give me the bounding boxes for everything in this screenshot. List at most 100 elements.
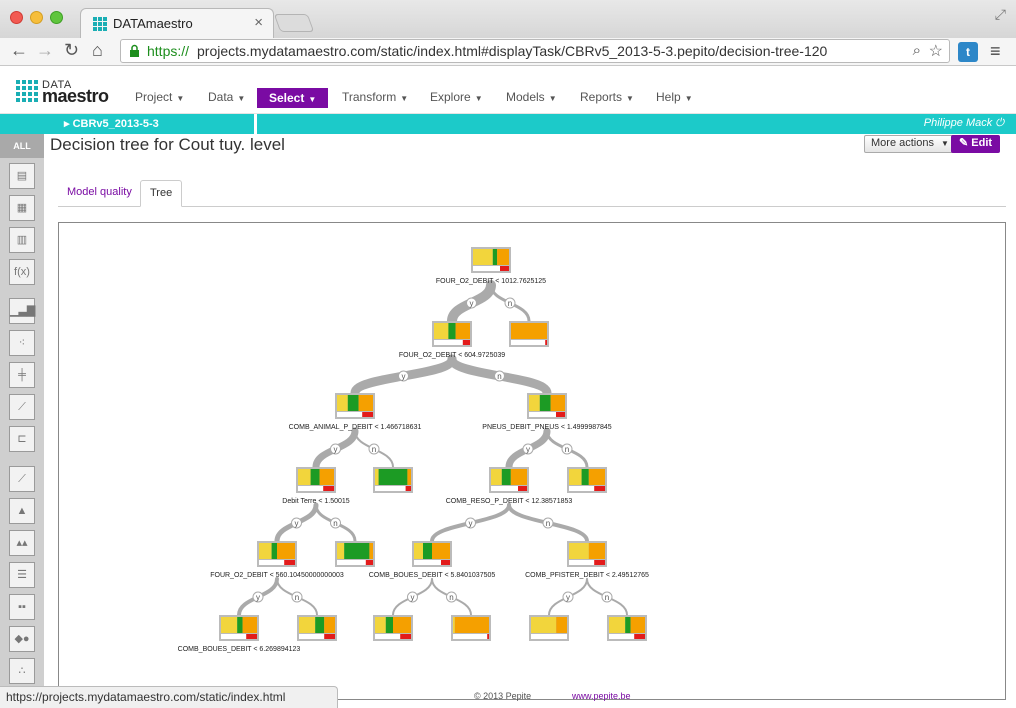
node-error-track — [511, 340, 547, 345]
boxplot-icon: ╪ — [18, 369, 26, 381]
logo-text-top: DATA — [42, 79, 72, 91]
node-class-bar — [298, 469, 311, 485]
node-error-bar — [323, 486, 334, 491]
left-toolbar: ALL ▤ ▦ ▥ f(x) ▁▃▇ ⁖ ╪ ⟋ ⊏ ⟋ ▲ ▴▴ ☰ ▪▪ ◆… — [0, 134, 44, 694]
app-header: DATA maestro Project▼ Data▼ Select▼ Tran… — [0, 66, 1016, 114]
bookmark-star-icon[interactable]: ☆ — [928, 43, 943, 60]
node-error-bar — [324, 634, 335, 639]
close-tab-icon[interactable]: × — [254, 14, 263, 31]
table-view-tool[interactable]: ▤ — [9, 163, 35, 189]
more-actions-button[interactable]: More actions ▼ — [864, 135, 956, 153]
pencil-icon: ✎ — [959, 137, 969, 149]
dots-tool[interactable]: ∴ — [9, 658, 35, 684]
node-class-bar — [385, 617, 393, 633]
line-chart-tool[interactable]: ⟋ — [9, 394, 35, 420]
edge-label: y — [411, 593, 415, 602]
home-icon[interactable]: ⌂ — [92, 40, 103, 60]
scatter-tool[interactable]: ⁖ — [9, 330, 35, 356]
status-bar: https://projects.mydatamaestro.com/stati… — [0, 686, 338, 708]
node-class-bar — [221, 617, 238, 633]
tree-node-label: COMB_ANIMAL_P_DEBIT < 1.466718631 — [289, 424, 422, 431]
footer-link[interactable]: www.pepite.be — [572, 691, 631, 701]
node-class-bar — [448, 323, 456, 339]
menu-transform[interactable]: Transform▼ — [342, 90, 409, 104]
footer-copyright: © 2013 Pepite — [474, 691, 532, 701]
formula-tool[interactable]: f(x) — [9, 259, 35, 285]
table-striped-tool[interactable]: ▦ — [9, 195, 35, 221]
node-class-bar — [569, 469, 582, 485]
window-minimize-button[interactable] — [30, 11, 43, 24]
logout-icon[interactable]: ⏻ — [995, 117, 1004, 129]
hierarchy-icon: ⊏ — [17, 433, 27, 445]
menu-reports[interactable]: Reports▼ — [580, 90, 634, 104]
tab-model-quality[interactable]: Model quality — [67, 186, 132, 198]
regression-tool[interactable]: ⟋ — [9, 466, 35, 492]
table-striped-icon: ▦ — [16, 202, 28, 214]
edit-button[interactable]: ✎ Edit — [951, 135, 1001, 153]
menu-data[interactable]: Data▼ — [208, 90, 246, 104]
node-class-bar — [497, 249, 509, 265]
tab-tree[interactable]: Tree — [140, 180, 183, 207]
fullscreen-icon[interactable]: ⤢ — [994, 6, 1006, 22]
edge-label: n — [449, 593, 453, 602]
menu-explore[interactable]: Explore▼ — [430, 90, 483, 104]
tab-bar: Model quality Tree — [58, 180, 1006, 207]
forest-tool[interactable]: ▴▴ — [9, 530, 35, 556]
window-close-button[interactable] — [10, 11, 23, 24]
all-tools-toggle[interactable]: ALL — [0, 134, 44, 158]
hierarchy-tool[interactable]: ⊏ — [9, 426, 35, 452]
reload-icon[interactable]: ↻ — [64, 40, 80, 60]
regression-icon: ⟋ — [18, 473, 26, 485]
boxplot-tool[interactable]: ╪ — [9, 362, 35, 388]
tree-icon: ▲ — [16, 505, 28, 517]
table-icon: ▤ — [16, 170, 28, 182]
caret-down-icon: ▼ — [548, 94, 557, 103]
forward-arrow-icon[interactable]: → — [36, 40, 54, 60]
browser-tab[interactable]: DATAmaestro × — [80, 8, 274, 38]
table-columns-tool[interactable]: ▥ — [9, 227, 35, 253]
search-icon[interactable]: ⌕ — [912, 42, 921, 59]
edge-label: n — [565, 445, 569, 454]
user-name[interactable]: Philippe Mack ⏻ — [923, 117, 1004, 129]
node-class-bar — [539, 395, 551, 411]
edge-label-badge — [504, 297, 516, 309]
shapes-tool[interactable]: ◆● — [9, 626, 35, 652]
edge-label-badge — [465, 517, 476, 529]
node-error-track — [609, 634, 645, 639]
node-class-bar — [501, 469, 511, 485]
new-tab-button[interactable] — [273, 14, 315, 32]
node-error-track — [569, 486, 605, 491]
caret-down-icon: ▼ — [308, 95, 317, 104]
menu-models[interactable]: Models▼ — [506, 90, 557, 104]
decision-tree-tool[interactable]: ▲ — [9, 498, 35, 524]
address-bar[interactable]: https:// projects.mydatamaestro.com/stat… — [120, 39, 950, 63]
node-class-bar — [423, 543, 432, 559]
twitter-extension-icon[interactable]: t — [958, 42, 978, 62]
ranking-tool[interactable]: ☰ — [9, 562, 35, 588]
edge-label-badge — [407, 591, 418, 603]
edge-label-badge — [330, 517, 341, 529]
edge-label: y — [256, 593, 260, 602]
menu-project[interactable]: Project▼ — [135, 90, 185, 104]
edge-label: n — [333, 519, 337, 528]
node-error-track — [299, 634, 335, 639]
function-icon: f(x) — [14, 266, 30, 278]
window-zoom-button[interactable] — [50, 11, 63, 24]
cluster-tool[interactable]: ▪▪ — [9, 594, 35, 620]
node-class-bar — [271, 543, 277, 559]
node-error-bar — [594, 560, 605, 565]
histogram-tool[interactable]: ▁▃▇ — [9, 298, 35, 324]
menu-select[interactable]: Select▼ — [257, 88, 329, 108]
browser-menu-icon[interactable]: ≡ — [990, 41, 1001, 61]
caret-down-icon: ▼ — [176, 94, 185, 103]
current-file[interactable]: ▸ CBRv5_2013-5-3 — [64, 118, 159, 130]
menu-help[interactable]: Help▼ — [656, 90, 693, 104]
edge-label-badge — [291, 591, 303, 603]
forest-icon: ▴▴ — [16, 537, 28, 549]
node-class-bar — [630, 617, 645, 633]
back-arrow-icon[interactable]: ← — [10, 40, 28, 60]
node-class-bar — [434, 323, 449, 339]
node-class-bar — [375, 469, 379, 485]
